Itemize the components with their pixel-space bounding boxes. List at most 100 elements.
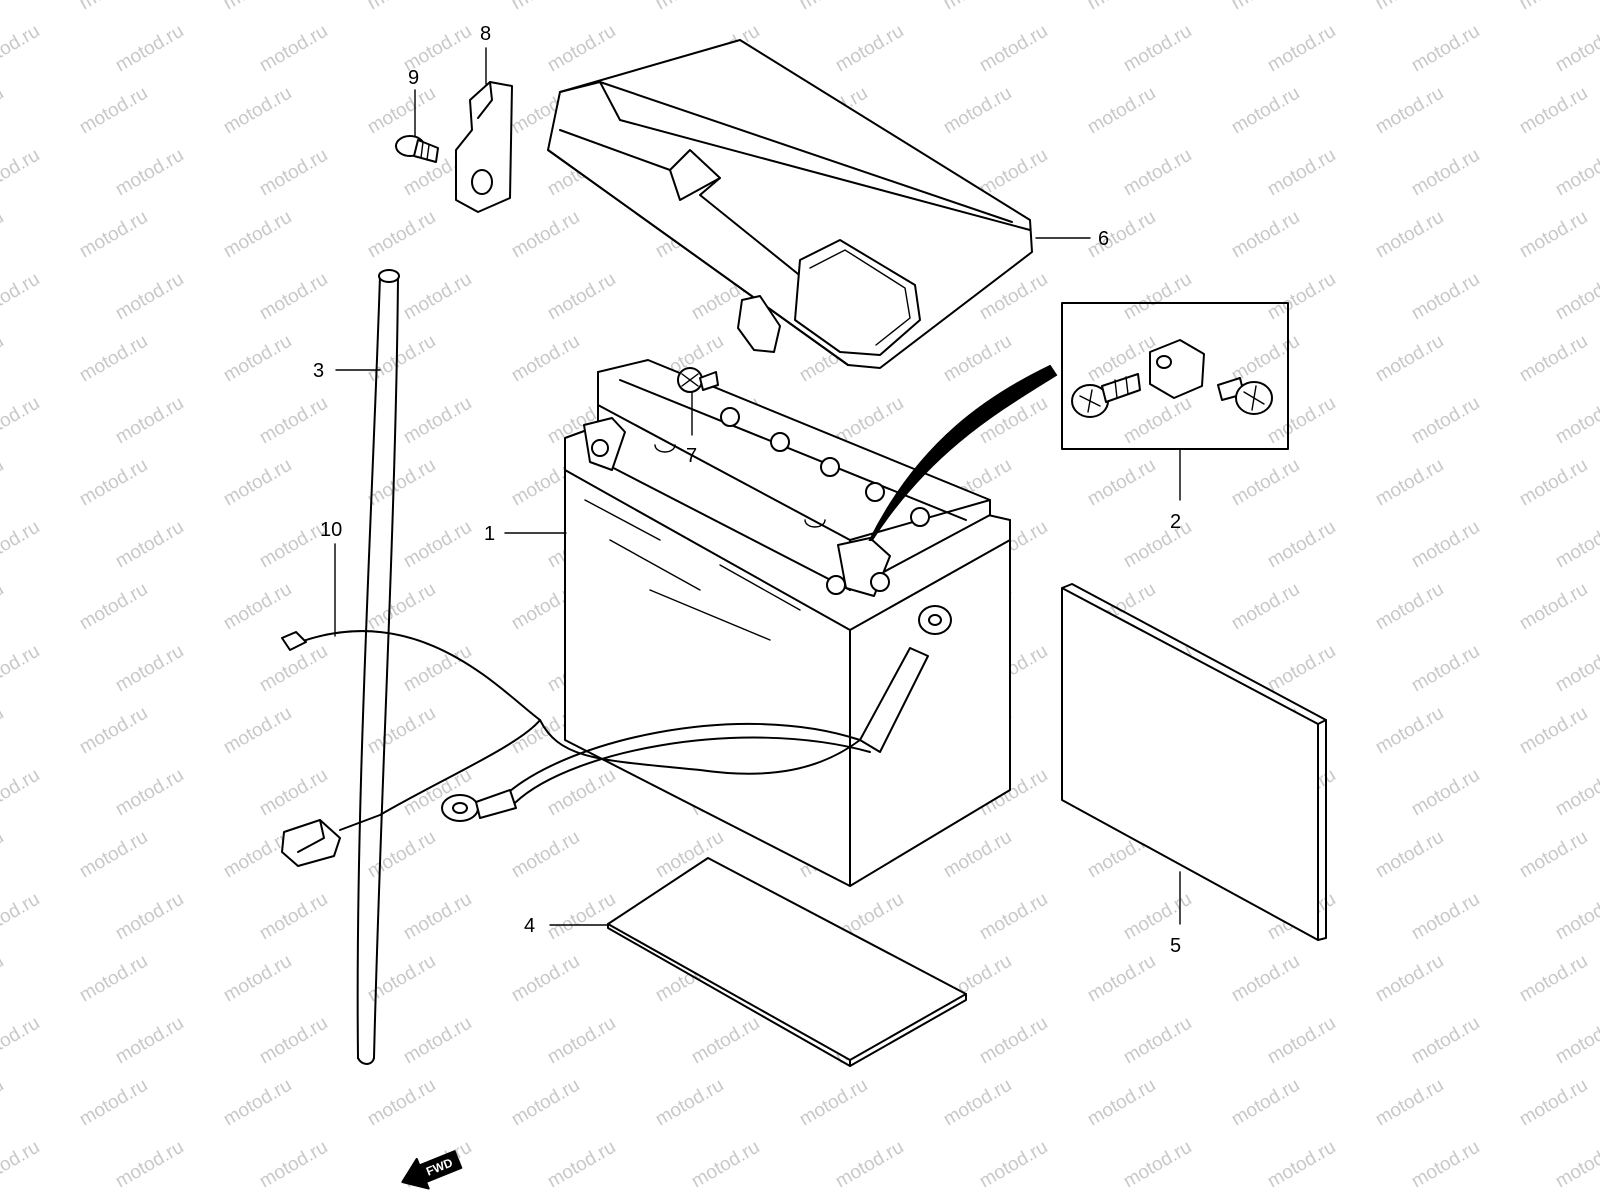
watermark-text: motod.ru — [76, 827, 151, 883]
watermark-text: motod.ru — [1552, 517, 1600, 573]
watermark-text: motod.ru — [1408, 765, 1483, 821]
watermark-text: motod.ru — [832, 1137, 907, 1193]
callout-10: 10 — [320, 519, 342, 541]
watermark-text: motod.ru — [1120, 1013, 1195, 1069]
watermark-text: motod.ru — [220, 455, 295, 511]
watermark-text: motod.ru — [1372, 827, 1447, 883]
watermark-text: motod.ru — [400, 269, 475, 325]
watermark-text: motod.ru — [1552, 889, 1600, 945]
watermark-text: motod.ru — [976, 21, 1051, 77]
watermark-text: motod.ru — [544, 1013, 619, 1069]
watermark-text: motod.ru — [1084, 455, 1159, 511]
watermark-text: motod.ru — [1084, 83, 1159, 139]
part-6-battery-cover[interactable] — [547, 39, 1033, 369]
part-10-lead-wire[interactable] — [281, 605, 952, 867]
watermark-text: motod.ru — [1120, 1137, 1195, 1193]
watermark-text: motod.ru — [1264, 517, 1339, 573]
watermark-text: motod.ru — [364, 207, 439, 263]
part-2-terminal-bolt-set[interactable] — [1061, 302, 1289, 450]
forward-arrow-icon: FWD — [401, 1150, 463, 1190]
watermark-text: motod.ru — [0, 207, 7, 263]
watermark-text: motod.ru — [1408, 393, 1483, 449]
callout-9: 9 — [408, 67, 419, 89]
watermark-text: motod.ru — [364, 1075, 439, 1131]
watermark-text: motod.ru — [1372, 1075, 1447, 1131]
watermark-text: motod.ru — [1372, 83, 1447, 139]
watermark-text: motod.ru — [1408, 641, 1483, 697]
watermark-text: motod.ru — [0, 269, 43, 325]
watermark-text: motod.ru — [1408, 889, 1483, 945]
watermark-text: motod.ru — [1516, 455, 1591, 511]
watermark-text: motod.ru — [0, 145, 43, 201]
watermark-text: motod.ru — [112, 517, 187, 573]
watermark-text: motod.ru — [256, 21, 331, 77]
watermark-text: motod.ru — [0, 1013, 43, 1069]
watermark-text: motod.ru — [76, 0, 151, 14]
watermark-text: motod.ru — [1516, 331, 1591, 387]
watermark-text: motod.ru — [1120, 393, 1195, 449]
watermark-text: motod.ru — [1408, 1013, 1483, 1069]
part-4-pad[interactable] — [607, 857, 967, 1067]
watermark-text: motod.ru — [976, 145, 1051, 201]
watermark-text: motod.ru — [508, 827, 583, 883]
callout-6: 6 — [1098, 228, 1109, 250]
watermark-text: motod.ru — [508, 0, 583, 14]
watermark-text: motod.ru — [112, 269, 187, 325]
watermark-text: motod.ru — [0, 951, 7, 1007]
part-1-battery[interactable] — [564, 359, 1011, 887]
watermark-text: motod.ru — [112, 1137, 187, 1193]
watermark-text: motod.ru — [256, 1137, 331, 1193]
watermark-text: motod.ru — [1408, 21, 1483, 77]
watermark-text: motod.ru — [1516, 0, 1591, 14]
watermark-text: motod.ru — [220, 579, 295, 635]
watermark-text: motod.ru — [688, 1137, 763, 1193]
watermark-text: motod.ru — [112, 393, 187, 449]
watermark-text: motod.ru — [112, 21, 187, 77]
watermark-text: motod.ru — [76, 207, 151, 263]
watermark-text: motod.ru — [0, 455, 7, 511]
watermark-text: motod.ru — [76, 951, 151, 1007]
watermark-text: motod.ru — [364, 579, 439, 635]
watermark-text: motod.ru — [256, 393, 331, 449]
callout-2: 2 — [1170, 511, 1181, 533]
part-5-side-plate[interactable] — [1061, 583, 1327, 941]
watermark-text: motod.ru — [544, 889, 619, 945]
part-8-bracket[interactable] — [455, 81, 513, 213]
callout-8: 8 — [480, 23, 491, 45]
watermark-text: motod.ru — [220, 331, 295, 387]
watermark-text: motod.ru — [1372, 455, 1447, 511]
part-9-screw[interactable] — [395, 135, 439, 163]
watermark-text: motod.ru — [1552, 393, 1600, 449]
watermark-text: motod.ru — [940, 331, 1015, 387]
watermark-text: motod.ru — [1084, 951, 1159, 1007]
watermark-text: motod.ru — [76, 83, 151, 139]
watermark-text: motod.ru — [1120, 269, 1195, 325]
watermark-text: motod.ru — [1264, 21, 1339, 77]
watermark-text: motod.ru — [1372, 951, 1447, 1007]
watermark-text: motod.ru — [400, 517, 475, 573]
watermark-text: motod.ru — [1516, 951, 1591, 1007]
part-7-bolt[interactable] — [677, 367, 719, 393]
watermark-text: motod.ru — [0, 889, 43, 945]
watermark-text: motod.ru — [256, 889, 331, 945]
watermark-text: motod.ru — [1264, 641, 1339, 697]
watermark-text: motod.ru — [112, 1013, 187, 1069]
watermark-text: motod.ru — [0, 827, 7, 883]
watermark-text: motod.ru — [1372, 579, 1447, 635]
watermark-text: motod.ru — [1408, 269, 1483, 325]
watermark-text: motod.ru — [1552, 145, 1600, 201]
callout-1: 1 — [484, 523, 495, 545]
watermark-text: motod.ru — [1084, 207, 1159, 263]
callout-labels: 1 2 3 4 5 6 7 8 9 10 — [313, 23, 1181, 957]
watermark-text: motod.ru — [1552, 1013, 1600, 1069]
watermark-text: motod.ru — [256, 1013, 331, 1069]
watermark-text: motod.ru — [1120, 889, 1195, 945]
watermark-text: motod.ru — [544, 765, 619, 821]
watermark-text: motod.ru — [1408, 145, 1483, 201]
watermark-text: motod.ru — [400, 393, 475, 449]
watermark-text: motod.ru — [1552, 1137, 1600, 1193]
part-3-breather-hose[interactable] — [356, 269, 400, 1065]
watermark-text: motod.ru — [976, 889, 1051, 945]
watermark-text: motod.ru — [0, 641, 43, 697]
